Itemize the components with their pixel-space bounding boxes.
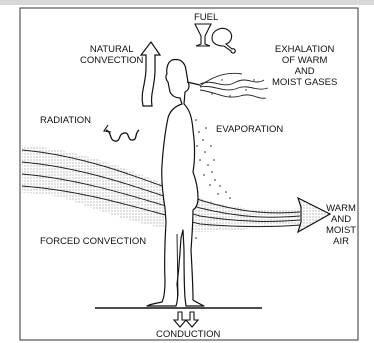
label-warm-air-line-2: AND xyxy=(326,214,356,225)
label-warm-air-line-1: WARM xyxy=(326,203,356,214)
top-edge-strip xyxy=(0,0,374,5)
label-evaporation: EVAPORATION xyxy=(216,124,283,135)
label-natural-convection: NATURAL CONVECTION xyxy=(80,44,143,66)
label-exhalation-line-1: EXHALATION xyxy=(272,44,337,55)
fuel-drumstick-icon xyxy=(212,28,235,53)
label-warm-air-line-4: AIR xyxy=(326,236,356,247)
label-natural-convection-line-2: CONVECTION xyxy=(80,55,143,66)
label-exhalation-line-4: MOIST GASES xyxy=(272,77,337,88)
label-warm-air: WARM AND MOIST AIR xyxy=(326,203,356,247)
forced-convection-stream xyxy=(22,145,300,232)
label-warm-air-line-3: MOIST xyxy=(326,225,356,236)
fuel-glass-icon xyxy=(195,24,211,46)
radiation-squiggle-icon xyxy=(104,125,139,141)
label-natural-convection-line-1: NATURAL xyxy=(80,44,143,55)
label-exhalation: EXHALATION OF WARM AND MOIST GASES xyxy=(272,44,337,88)
conduction-arrows-icon xyxy=(174,312,198,327)
label-forced-convection: FORCED CONVECTION xyxy=(40,236,146,247)
label-exhalation-line-3: AND xyxy=(272,66,337,77)
label-fuel: FUEL xyxy=(194,12,218,23)
exhalation-dots xyxy=(205,79,254,96)
exhalation-wave-lines xyxy=(200,73,268,98)
label-radiation: RADIATION xyxy=(40,115,91,126)
natural-convection-arrow-icon xyxy=(141,42,160,106)
label-exhalation-line-2: OF WARM xyxy=(272,55,337,66)
label-conduction: CONDUCTION xyxy=(156,329,220,340)
